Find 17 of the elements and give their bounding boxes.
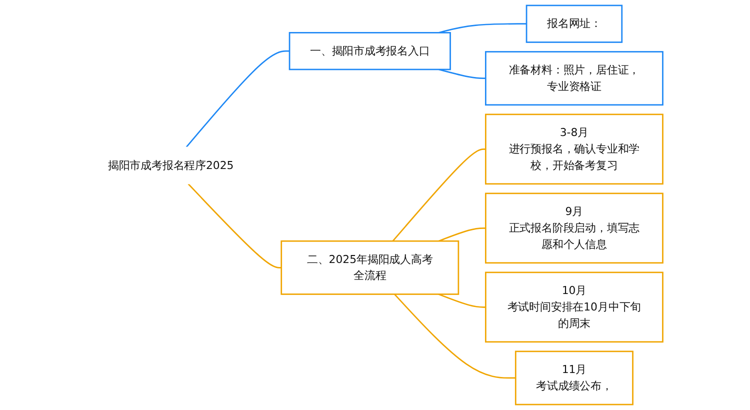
connector xyxy=(438,227,486,242)
connector xyxy=(392,148,486,242)
connector xyxy=(438,23,526,34)
node-box: 3-8月 进行预报名，确认专业和学校，开始备考复习 xyxy=(484,114,664,185)
node-box: 报名网址： xyxy=(526,4,622,43)
node-text: 揭阳市成考报名程序2025 xyxy=(108,158,234,172)
connector xyxy=(188,183,282,268)
node-box: 9月 正式报名阶段启动，填写志愿和个人信息 xyxy=(484,192,664,264)
node-box: 二、2025年揭阳成人高考全流程 xyxy=(280,240,459,295)
connector xyxy=(186,50,290,148)
node-box: 10月 考试时间安排在10月中下旬的周末 xyxy=(484,272,664,343)
node-box: 一、揭阳市成考报名入口 xyxy=(288,32,451,70)
connector xyxy=(438,68,486,79)
connector xyxy=(394,294,516,379)
node-box: 11月 考试成绩公布， xyxy=(514,350,634,406)
connector xyxy=(438,294,486,308)
node-box: 准备材料：照片，居住证，专业资格证 xyxy=(484,51,664,106)
